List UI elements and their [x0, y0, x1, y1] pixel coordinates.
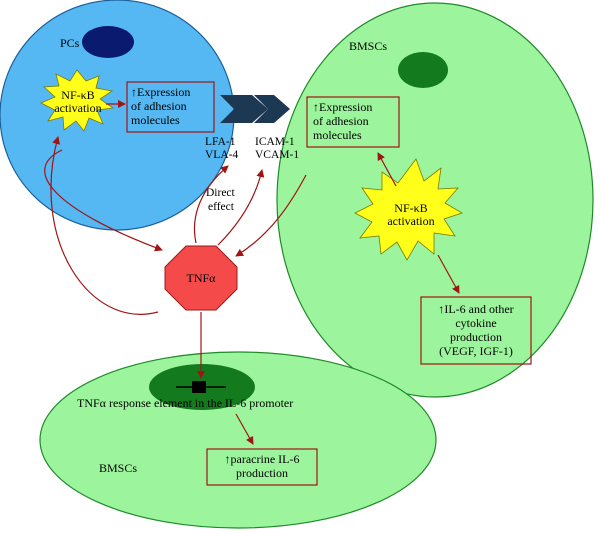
ligand-vla4: VLA-4	[205, 149, 238, 161]
pc-nucleus	[82, 26, 134, 58]
receptor-icam1: ICAM-1	[255, 136, 295, 148]
arrow-bmsc-nfkb-to-expression	[377, 152, 397, 187]
bmsc-nfkb-line1: NF-κB	[394, 201, 427, 215]
chevron-2	[254, 95, 290, 123]
arrow-tnf-to-lfa1	[193, 165, 229, 244]
paracrine-line2: production	[236, 466, 288, 480]
receptor-vcam1: VCAM-1	[255, 149, 299, 161]
pc-expression-line3: molecules	[131, 113, 180, 127]
tnf-octagon	[164, 245, 238, 311]
tnf-label: TNFα	[187, 271, 217, 285]
bmsc-expression-line2: of adhesion	[313, 114, 369, 128]
arrow-bmsc-to-tnf	[235, 174, 307, 257]
bmsc-cytokine-box	[420, 296, 532, 365]
chevron-1	[220, 95, 268, 123]
pc-nfkb-starburst	[40, 69, 115, 132]
paracrine-line1: ↑paracrine IL-6	[225, 452, 300, 466]
bmsc-bottom-cell	[39, 351, 437, 529]
pc-nfkb-line1: NF-κB	[61, 88, 94, 102]
bmsc-nfkb-line2: activation	[387, 214, 434, 228]
ligand-lfa1: LFA-1	[205, 136, 236, 148]
bmsc-expression-line3: molecules	[313, 128, 362, 142]
arrow-bmsc-nfkb-to-cytokines	[437, 254, 460, 294]
bmsc-cytokine-line2: cytokine	[455, 316, 496, 330]
pc-expression-box	[126, 81, 215, 133]
bmsc-cytokine-line3: production	[450, 330, 502, 344]
bmsc-top-cell-label: BMSCs	[349, 39, 387, 53]
direct-effect-line1: Direct	[206, 187, 236, 199]
bmsc-top-nucleus	[398, 52, 448, 88]
direct-effect-line2: effect	[208, 201, 235, 213]
response-element-box	[192, 381, 206, 393]
pc-expression-line1: ↑Expression	[131, 85, 190, 99]
response-element-label: TNFα response element in the IL-6 promot…	[77, 396, 293, 410]
pc-nfkb-line2: activation	[54, 101, 101, 115]
arrow-pc-loop-to-tnf	[44, 149, 163, 252]
arrow-promoter-to-paracrine	[235, 413, 254, 445]
bmsc-expression-line1: ↑Expression	[313, 100, 372, 114]
pc-cell-label: PCs	[60, 36, 80, 50]
arrow-tnf-to-pc-nfkb	[50, 136, 159, 315]
paracrine-box	[206, 448, 318, 486]
pc-expression-line2: of adhesion	[131, 99, 187, 113]
bmsc-cytokine-line1: ↑IL-6 and other	[438, 302, 513, 316]
arrow-tnf-to-icam1	[217, 169, 265, 246]
bmsc-cytokine-line4: (VEGF, IGF-1)	[439, 344, 513, 358]
bmsc-bottom-cell-label: BMSCs	[99, 461, 137, 475]
bmsc-nfkb-starburst	[354, 158, 463, 261]
bmsc-expression-box	[306, 96, 400, 148]
